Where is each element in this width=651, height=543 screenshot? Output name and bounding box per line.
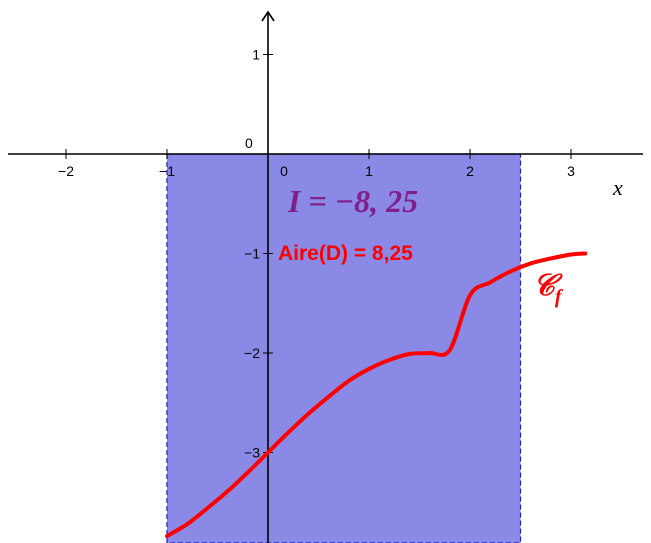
curve-label: 𝒞f	[533, 269, 564, 308]
x-tick-label: 3	[567, 163, 575, 179]
x-tick-label: −2	[58, 163, 74, 179]
x-tick-label: 1	[365, 163, 373, 179]
x-tick-label: 2	[466, 163, 474, 179]
x-axis-label: x	[612, 175, 623, 200]
region-d-rect	[166, 153, 522, 543]
y-tick-label: 1	[252, 47, 260, 63]
y-tick-label: −1	[244, 246, 260, 262]
shaded-region-d	[166, 153, 522, 543]
x-tick-label: −1	[159, 163, 175, 179]
curve-cf	[165, 251, 588, 539]
y-tick-label: −3	[244, 445, 260, 461]
origin-label: 0	[245, 135, 253, 151]
x-tick-label-zero: 0	[280, 163, 288, 179]
labels: x 0 I = −8, 25 Aire(D) = 8,25 𝒞f	[245, 135, 623, 308]
curve-label-subscript: f	[555, 286, 564, 308]
y-tick-label: −2	[244, 345, 260, 361]
integral-annotation: I = −8, 25	[287, 183, 418, 219]
curve-cf-path	[165, 251, 588, 539]
y-axis-arrow	[261, 10, 275, 22]
area-annotation: Aire(D) = 8,25	[278, 242, 413, 265]
